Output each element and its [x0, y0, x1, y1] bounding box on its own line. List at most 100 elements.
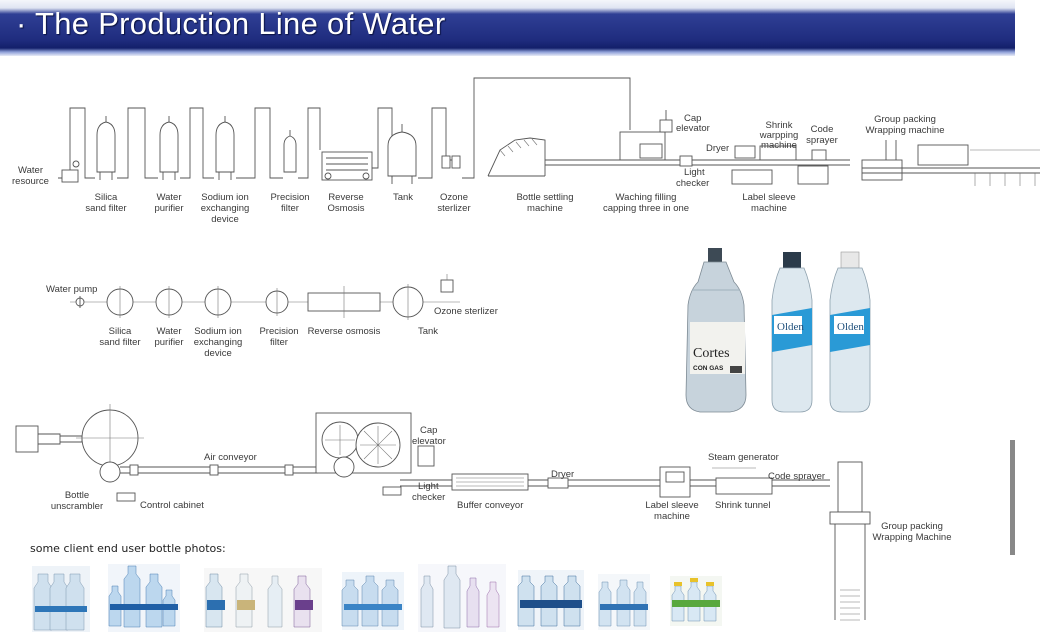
client-photo-8	[670, 576, 722, 626]
cortes-brand-text: Cortes	[693, 346, 730, 361]
label-group-packing-1: Group packing	[874, 114, 936, 125]
label-precision-1: Precision	[270, 192, 309, 203]
label-water-resource-1: Water	[18, 165, 43, 176]
label-group-packing-2: Wrapping machine	[865, 125, 944, 136]
label-sodium-2: exchanging	[201, 203, 250, 214]
label-dryer-top: Dryer	[706, 143, 729, 154]
plan-sodium-exchanger	[204, 286, 232, 318]
label-mid-silica-1: Silica	[109, 326, 132, 337]
label-water-resource-2: resource	[12, 176, 49, 187]
precision-filter	[283, 130, 297, 173]
olden-bottle-1: Olden	[771, 252, 813, 413]
plan-reverse-osmosis	[307, 286, 381, 318]
client-photo-5	[418, 564, 506, 632]
label-label-sleeve-2: machine	[751, 203, 787, 214]
label-precision-2: filter	[281, 203, 299, 214]
cortes-bottle: Cortes CON GAS	[685, 248, 747, 413]
rotary-filler	[315, 412, 435, 478]
plan-ozone-sterilizer	[440, 274, 454, 293]
label-mid-tank: Tank	[418, 326, 438, 337]
label-washing-1: Waching filling	[616, 192, 677, 203]
plan-tank	[392, 284, 424, 320]
label-bottom-cap-1: Cap	[420, 425, 437, 436]
silica-sand-filter	[96, 116, 116, 180]
client-photo-3	[204, 568, 322, 632]
label-sleeve-unit	[659, 466, 691, 498]
top-process-row: Water resource Silica sand filter Water …	[12, 77, 1040, 225]
label-shrink-3: machine	[761, 140, 797, 151]
label-cap-elevator-2: elevator	[676, 123, 710, 134]
label-light-checker-2: checker	[676, 178, 709, 189]
light-checker-top	[679, 155, 693, 167]
label-purifier-2: purifier	[154, 203, 183, 214]
label-code-sprayer-1: Code	[811, 124, 834, 135]
washing-filling-capping-machine	[545, 110, 740, 166]
label-ozone-1: Ozone	[440, 192, 468, 203]
label-reverse-1: Reverse	[328, 192, 363, 203]
label-mid-reverse: Reverse osmosis	[308, 326, 381, 337]
bottle-settling-machine	[487, 137, 546, 177]
middle-plan-row: Water pump Silica sand filter Water puri…	[46, 274, 498, 359]
label-cap-elevator-1: Cap	[684, 113, 701, 124]
water-tank	[387, 124, 417, 184]
olden-bottle-2: Olden	[829, 251, 871, 413]
label-mid-ozone: Ozone sterlizer	[434, 306, 498, 317]
label-steam-generator: Steam generator	[708, 452, 779, 463]
reverse-osmosis-unit	[321, 151, 373, 181]
client-photo-6	[517, 570, 584, 630]
ozone-sterilizer	[441, 155, 461, 169]
label-sodium-3: device	[211, 214, 238, 225]
label-shrink-1: Shrink	[766, 120, 793, 131]
label-bottom-label-sleeve-2: machine	[654, 511, 690, 522]
light-checker-box	[382, 486, 402, 496]
label-bottom-label-sleeve-1: Label sleeve	[645, 500, 698, 511]
cortes-sub-text: CON GAS	[693, 365, 724, 372]
group-packing-unit	[829, 461, 871, 621]
client-photo-1	[32, 566, 90, 632]
water-purifier	[159, 116, 179, 180]
code-sprayer-top	[797, 149, 829, 185]
label-silica-1: Silica	[95, 192, 118, 203]
olden-brand-text-2: Olden	[837, 321, 864, 333]
label-bottle-unscrambler-1: Bottle	[65, 490, 89, 501]
label-mid-sodium-2: exchanging	[194, 337, 243, 348]
label-water-pump: Water pump	[46, 284, 97, 295]
scrollbar-thumb[interactable]	[1010, 440, 1015, 555]
dryer-top	[734, 145, 756, 159]
label-bottom-cap-2: elevator	[412, 436, 446, 447]
cap-elevator-box	[417, 445, 435, 467]
label-mid-silica-2: sand filter	[99, 337, 140, 348]
dryer-unit	[547, 477, 569, 489]
client-photos-caption: some client end user bottle photos:	[30, 542, 226, 555]
label-air-conveyor: Air conveyor	[204, 452, 257, 463]
sodium-ion-exchanger	[215, 116, 235, 180]
label-mid-purifier-2: purifier	[154, 337, 183, 348]
label-purifier-1: Water	[157, 192, 182, 203]
label-sleeve-top	[731, 169, 773, 185]
product-bottles: Cortes CON GAS Olden Olden	[685, 248, 871, 413]
label-bottom-dryer: Dryer	[551, 469, 574, 480]
shrink-tunnel	[715, 477, 773, 495]
client-photo-2	[108, 564, 180, 632]
label-bottle-unscrambler-2: unscrambler	[51, 501, 103, 512]
client-photo-4	[341, 572, 404, 630]
label-bottle-settling-2: machine	[527, 203, 563, 214]
label-control-cabinet: Control cabinet	[140, 500, 204, 511]
label-bottom-light-2: checker	[412, 492, 445, 503]
label-bottom-group-packing-1: Group packing	[881, 521, 943, 532]
page-title: · The Production Line of Water	[16, 6, 446, 41]
label-bottle-settling-1: Bottle settling	[516, 192, 573, 203]
label-ozone-2: sterlizer	[437, 203, 470, 214]
olden-brand-text-1: Olden	[777, 321, 804, 333]
label-mid-precision-1: Precision	[259, 326, 298, 337]
air-conveyor	[120, 464, 318, 476]
label-shrink-tunnel: Shrink tunnel	[715, 500, 770, 511]
label-bottom-code-sprayer: Code sprayer	[768, 471, 825, 482]
water-resource-valve	[72, 160, 80, 168]
label-buffer-conveyor: Buffer conveyor	[457, 500, 523, 511]
client-bottle-photos	[32, 564, 722, 632]
bottle-unscrambler	[15, 404, 144, 483]
label-mid-sodium-1: Sodium ion	[194, 326, 242, 337]
plan-silica-filter	[106, 286, 134, 318]
shrink-wrapping-machine-top	[740, 145, 850, 166]
